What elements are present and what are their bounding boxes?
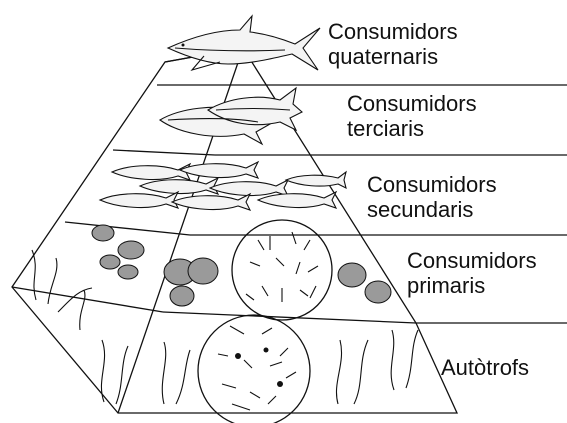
shark-illustration (168, 16, 320, 70)
level-quaternary-line1: Consumidors (328, 19, 458, 44)
level-primary-line1: Consumidors (407, 248, 537, 273)
level-quaternary-label: Consumidors quaternaris (328, 19, 464, 69)
level-tertiary-label: Consumidors terciaris (347, 91, 483, 141)
level-autotroph-label: Autòtrofs (441, 355, 529, 380)
level-tertiary-line2: terciaris (347, 116, 424, 141)
phytoplankton-circle (198, 315, 310, 423)
level-secondary-line2: secundaris (367, 197, 473, 222)
tuna-illustration (160, 88, 302, 144)
level-primary-line2: primaris (407, 273, 485, 298)
level-secondary-label: Consumidors secundaris (367, 172, 503, 222)
mackerel-school-illustration (100, 162, 346, 210)
shells-illustration (92, 225, 391, 306)
level-primary-label: Consumidors primaris (407, 248, 543, 298)
level-autotroph-line1: Autòtrofs (441, 355, 529, 380)
level-quaternary-line2: quaternaris (328, 44, 438, 69)
level-tertiary-line1: Consumidors (347, 91, 477, 116)
level-secondary-line1: Consumidors (367, 172, 497, 197)
